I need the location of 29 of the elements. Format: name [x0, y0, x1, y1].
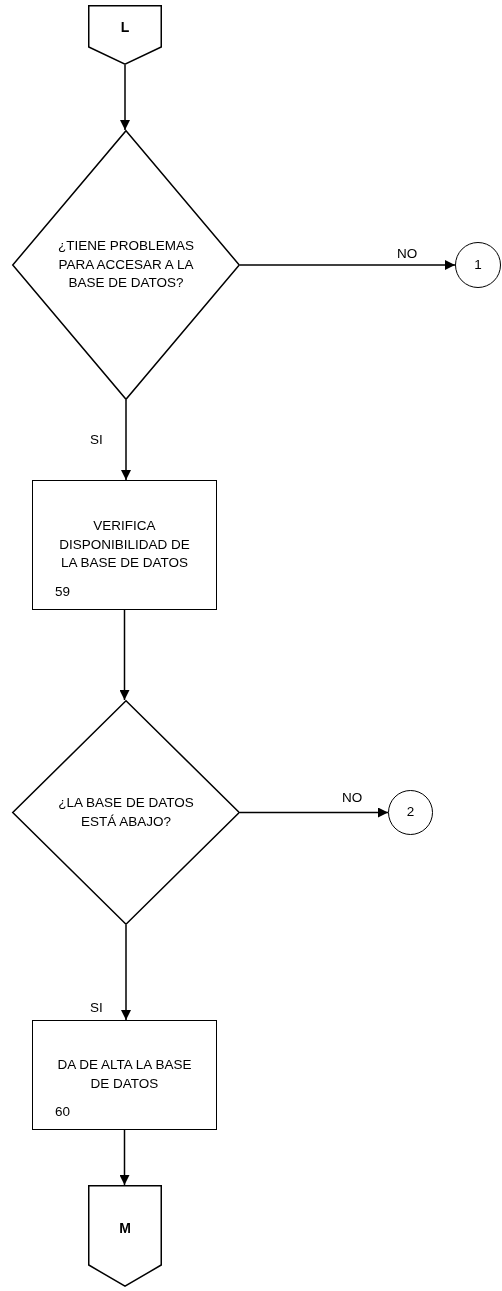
arrow	[119, 609, 130, 701]
off-page-connector	[88, 5, 162, 65]
arrow	[121, 924, 131, 1021]
edge-label: NO	[395, 246, 420, 261]
node-label: ¿LA BASE DE DATOS ESTÁ ABAJO?	[57, 793, 195, 831]
node-label: L	[120, 18, 130, 38]
process-box	[32, 480, 217, 610]
edge-label: NO	[340, 790, 365, 805]
node-label: M	[119, 1219, 131, 1239]
arrow	[119, 1129, 130, 1186]
arrow	[120, 64, 130, 131]
step-number: 59	[55, 584, 71, 599]
edge-label: SI	[88, 432, 105, 447]
node-label: DA DE ALTA LA BASE DE DATOS	[56, 1056, 193, 1093]
edge-label: SI	[88, 1000, 105, 1015]
node-label: VERIFICA DISPONIBILIDAD DE LA BASE DE DATOS	[58, 516, 191, 573]
decision-diamond	[12, 700, 240, 925]
connector-circle	[388, 790, 433, 835]
off-page-connector	[88, 1185, 162, 1287]
arrow	[239, 260, 456, 270]
process-box	[32, 1020, 217, 1130]
node-label: 1	[474, 255, 482, 274]
node-label: ¿TIENE PROBLEMAS PARA ACCESAR A LA BASE DE DATOS?	[57, 236, 195, 293]
connector-circle	[455, 242, 501, 288]
node-label: 2	[406, 803, 415, 822]
step-number: 60	[55, 1104, 71, 1119]
arrow	[121, 399, 131, 481]
arrow	[239, 807, 389, 818]
decision-diamond	[12, 130, 240, 400]
